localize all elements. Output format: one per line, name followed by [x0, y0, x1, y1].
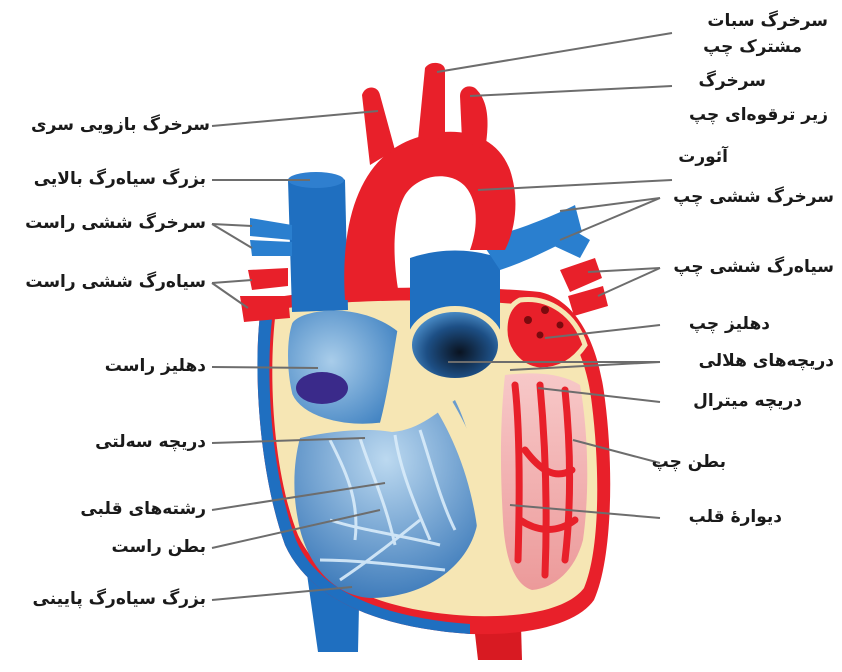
- label-left-subclavian-line2: زیر ترقوه‌ای چپ: [689, 104, 828, 126]
- superior-vena-cava-vessel: [288, 174, 348, 312]
- label-superior-vena-cava: بزرگ سیاه‌رگ بالایی: [34, 168, 206, 190]
- label-semilunar-valves: دریچه‌های هلالی: [699, 350, 834, 372]
- label-right-pulmonary-artery: سرخرگ ششی راست: [25, 212, 206, 234]
- label-mitral-valve: دریچه میترال: [693, 390, 802, 412]
- label-right-pulmonary-vein: سیاه‌رگ ششی راست: [25, 271, 206, 293]
- label-left-pulmonary-vein: سیاه‌رگ ششی چپ: [673, 256, 834, 278]
- label-heart-wall: دیوارهٔ قلب: [689, 506, 782, 528]
- label-brachiocephalic-artery: سرخرگ بازویی سری: [31, 114, 210, 136]
- label-left-ventricle: بطن چپ: [652, 451, 726, 473]
- right-pulmonary-artery-vessel: [250, 218, 292, 256]
- right-pulmonary-vein-vessel: [240, 268, 290, 322]
- label-right-atrium: دهلیز راست: [105, 355, 206, 377]
- label-left-atrium: دهلیز چپ: [689, 313, 770, 335]
- label-left-subclavian-line1: سرخرگ: [698, 70, 766, 92]
- label-chordae-tendineae: رشته‌های قلبی: [80, 498, 206, 520]
- label-left-common-carotid-line2: مشترک چپ: [703, 36, 802, 58]
- label-aorta: آئورت: [678, 146, 728, 168]
- label-left-pulmonary-artery: سرخرگ ششی چپ: [673, 186, 834, 208]
- coronary-sinus-opening: [296, 372, 348, 404]
- label-left-common-carotid-line1: سرخرگ سبات: [707, 10, 828, 32]
- left-common-carotid-vessel: [418, 63, 445, 140]
- label-tricuspid-valve: دریچه سه‌لتی: [95, 431, 206, 453]
- label-right-ventricle: بطن راست: [112, 536, 207, 558]
- label-inferior-vena-cava: بزرگ سیاه‌رگ پایینی: [33, 588, 207, 610]
- semilunar-valve-opening: [409, 309, 501, 381]
